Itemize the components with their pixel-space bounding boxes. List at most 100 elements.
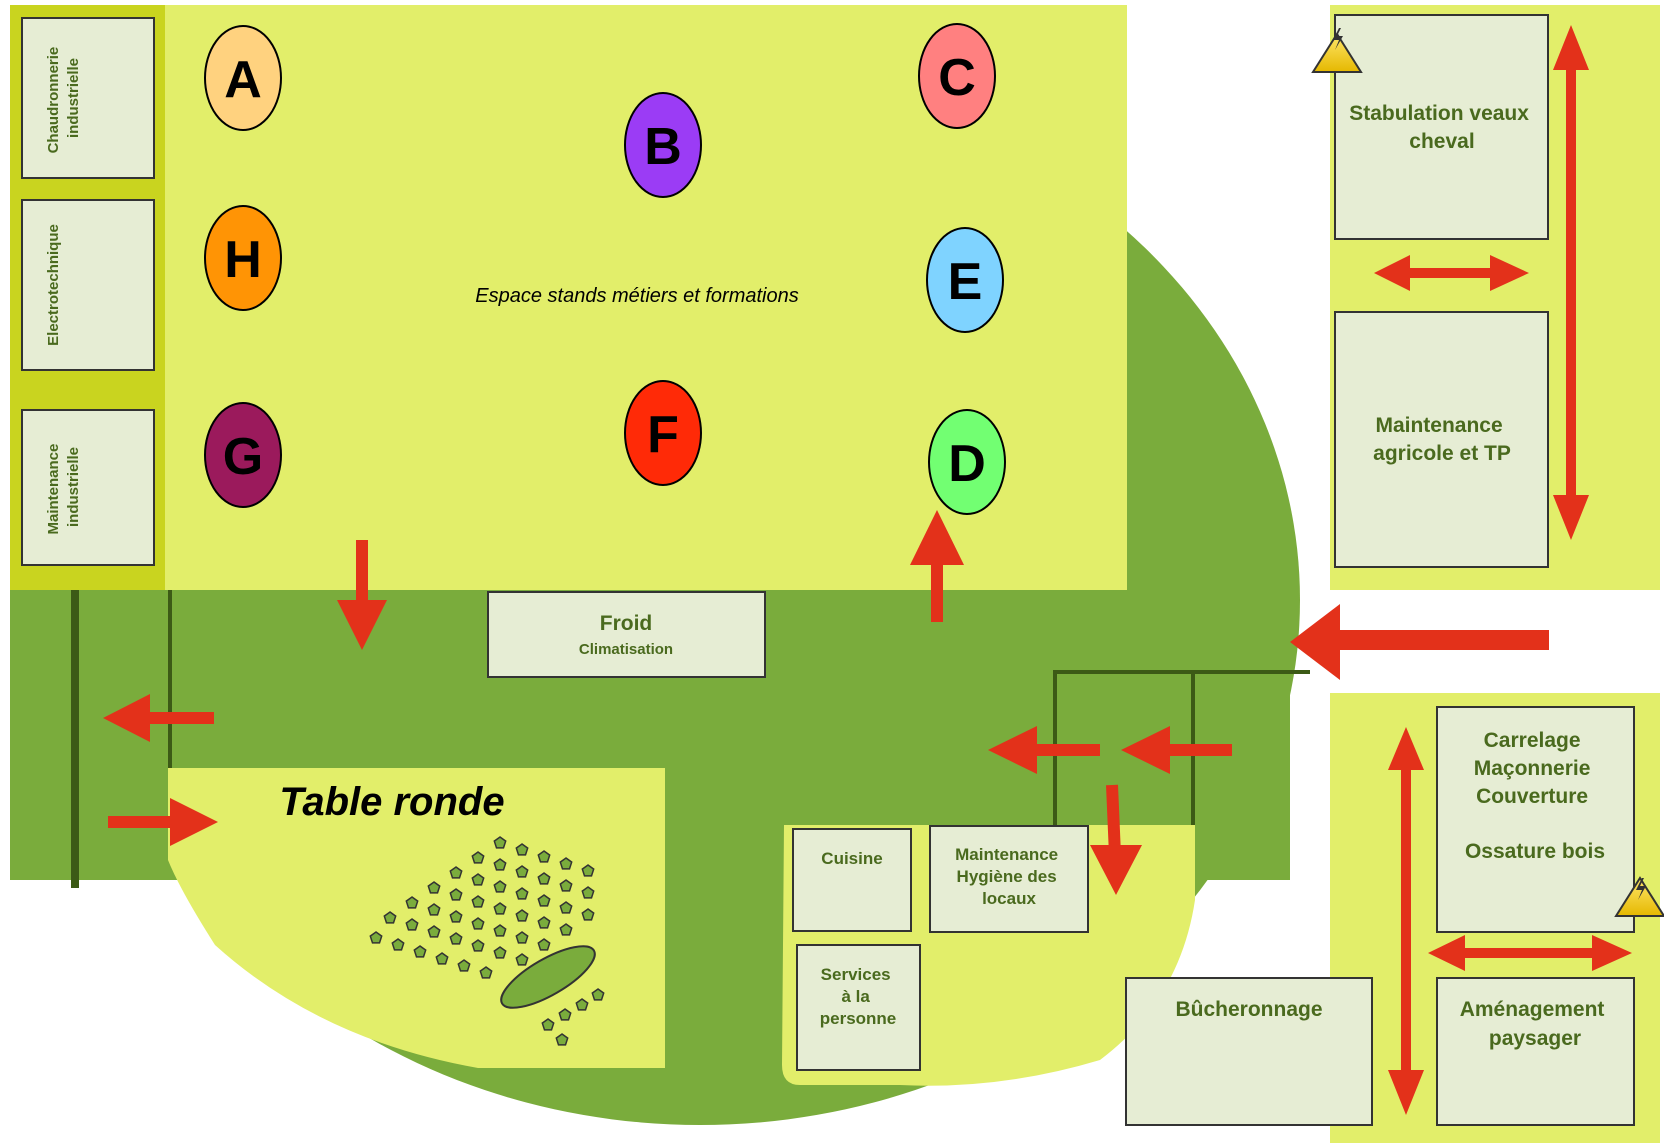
arrow-head <box>1592 935 1632 971</box>
chaudronnerie-label-2: industrielle <box>65 58 82 138</box>
stands-caption: Espace stands métiers et formations <box>475 285 798 307</box>
seat <box>493 924 507 937</box>
arrow-head <box>1090 845 1142 895</box>
arrow-head <box>170 798 218 846</box>
svg-text:Carrelage Maçonnerie: Carrelage Maçonnerie Couverture Ossature… <box>1465 729 1605 863</box>
zone-bucheronnage: Bûcheronnage <box>1125 977 1373 1126</box>
svg-text:Chaudronnerie industriel: Chaudronnerie industrielle <box>45 43 82 154</box>
arrow-head <box>1553 25 1589 70</box>
seat <box>541 1018 555 1031</box>
zone-stabulation: Stabulation veaux cheval <box>1334 14 1549 240</box>
svg-text:Aménagement paysager: Aménagement paysager <box>1460 998 1611 1050</box>
arrow-head <box>103 694 150 742</box>
seat <box>515 953 529 966</box>
room-maintenance-hygiene: Maintenance Hygiène des locaux <box>929 825 1089 933</box>
chaudronnerie-label-1: Chaudronnerie <box>45 47 62 154</box>
svg-text:Climatisation: Climatisation <box>579 641 673 658</box>
seat <box>493 880 507 893</box>
warning-electric-icon <box>1614 876 1664 917</box>
seat <box>449 910 463 923</box>
svg-text:Bûcheronnage: Bûcheronnage <box>1175 998 1322 1021</box>
svg-text:Maintenance agricole et: Maintenance agricole et TP <box>1373 414 1511 465</box>
zone-maintenance-agricole: Maintenance agricole et TP <box>1334 311 1549 568</box>
seat <box>558 1008 572 1021</box>
svg-text:H: H <box>224 231 262 289</box>
workshop-chaudronnerie: Chaudronnerie industrielle <box>21 17 155 179</box>
table-ronde-seats <box>369 836 605 1046</box>
seat <box>581 908 595 921</box>
svg-text:B: B <box>644 118 682 176</box>
workshop-maintenance-industrielle: Maintenance industrielle <box>21 409 155 566</box>
svg-text:E: E <box>948 253 983 311</box>
svg-text:F: F <box>647 406 679 464</box>
arrow-head <box>1121 726 1170 774</box>
arrow-head <box>1428 935 1465 971</box>
maintenance-industrielle-label-2: industrielle <box>65 447 82 527</box>
arrow-head <box>1490 255 1529 291</box>
seat <box>493 902 507 915</box>
seat <box>471 895 485 908</box>
seat <box>537 938 551 951</box>
seat <box>449 888 463 901</box>
svg-text:C: C <box>938 49 976 107</box>
seat <box>493 858 507 871</box>
seat <box>537 850 551 863</box>
seat <box>435 952 449 965</box>
stand-a: A <box>204 25 282 131</box>
seat <box>471 917 485 930</box>
svg-text:G: G <box>223 428 263 486</box>
seat <box>515 865 529 878</box>
froid-box: Froid Climatisation <box>487 591 766 678</box>
seat <box>413 945 427 958</box>
speaker-table <box>500 945 596 1009</box>
seat <box>471 851 485 864</box>
seat <box>537 894 551 907</box>
seat <box>391 938 405 951</box>
room-cuisine: Cuisine <box>792 828 912 932</box>
arrow-head <box>1374 255 1410 291</box>
maintenance-industrielle-label-1: Maintenance <box>45 444 62 535</box>
seat <box>369 931 383 944</box>
seat <box>471 873 485 886</box>
seat <box>515 931 529 944</box>
building-wall <box>1053 670 1310 825</box>
seat <box>581 886 595 899</box>
seat <box>581 864 595 877</box>
seat <box>515 887 529 900</box>
seat <box>555 1033 569 1046</box>
stand-d: D <box>928 409 1006 515</box>
seat <box>405 896 419 909</box>
table-ronde-title: Table ronde <box>279 780 504 824</box>
seat <box>537 916 551 929</box>
seat <box>493 946 507 959</box>
stand-g: G <box>204 402 282 508</box>
svg-text:Maintenance industrielle: Maintenance industrielle <box>45 439 82 534</box>
arrow-head <box>1388 1070 1424 1115</box>
arrow-head <box>1290 604 1340 680</box>
svg-text:Services à la pers: Services à la personne <box>820 965 897 1028</box>
seat <box>457 959 471 972</box>
seat <box>427 903 441 916</box>
seat <box>559 901 573 914</box>
seat <box>449 866 463 879</box>
stand-b: B <box>624 92 702 198</box>
arrow-head <box>1553 495 1589 540</box>
arrow-head <box>988 726 1037 774</box>
seat <box>591 988 605 1001</box>
svg-text:Froid: Froid <box>600 612 653 635</box>
seat <box>479 966 493 979</box>
warning-electric-icon <box>1311 28 1363 73</box>
arrow-head <box>337 600 387 650</box>
seat <box>449 932 463 945</box>
svg-text:Stabulation veaux cheval: Stabulation veaux cheval <box>1349 102 1535 153</box>
zone-amenagement: Aménagement paysager <box>1436 977 1635 1126</box>
zone-carrelage: Carrelage Maçonnerie Couverture Ossature… <box>1436 706 1635 933</box>
stand-c: C <box>918 23 996 129</box>
svg-text:Electrotechnique: Electrotechnique <box>45 224 62 346</box>
seat <box>405 918 419 931</box>
seat <box>515 843 529 856</box>
svg-text:A: A <box>224 51 262 109</box>
electrotechnique-label: Electrotechnique <box>45 224 62 346</box>
seat <box>559 857 573 870</box>
